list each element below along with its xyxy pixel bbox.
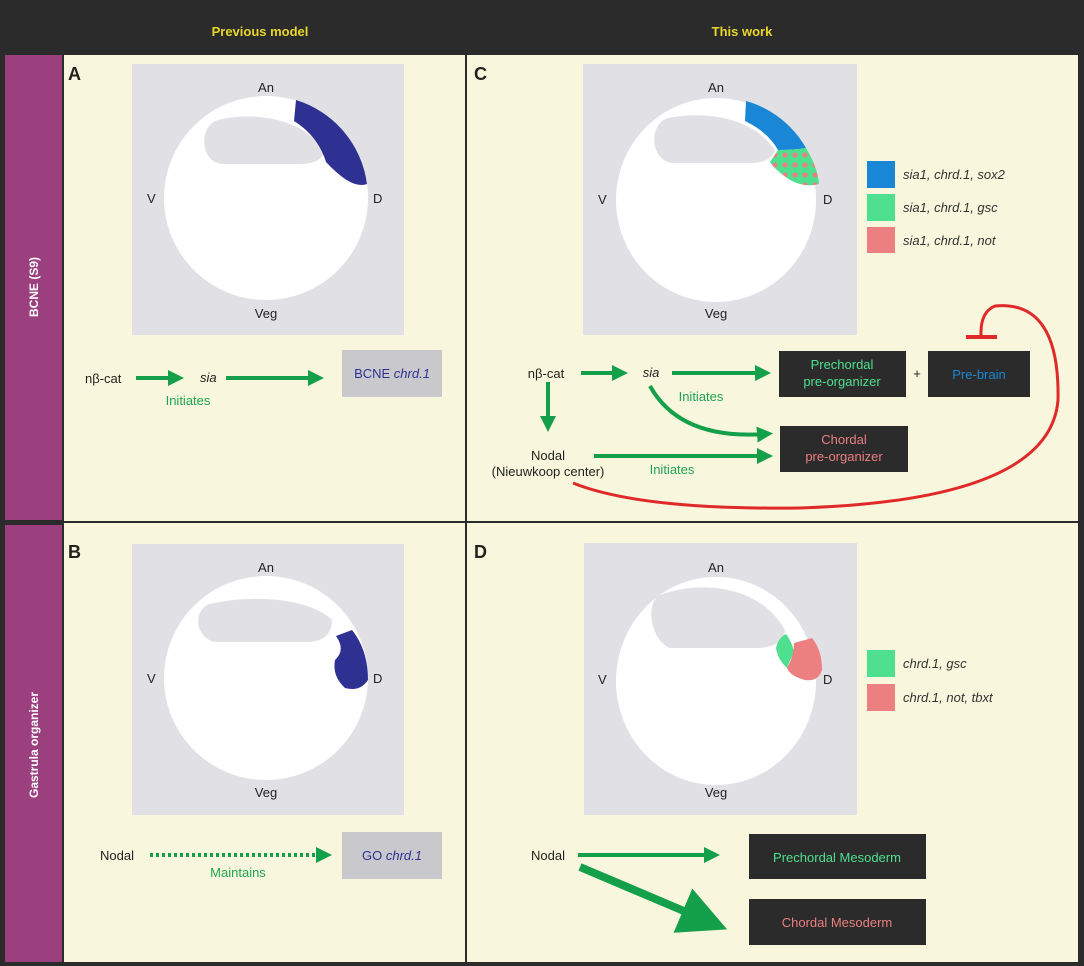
legend-swatch-blue	[867, 161, 895, 188]
bcne-domain	[294, 100, 367, 186]
target-box	[342, 832, 442, 879]
header-previous-model: Previous model	[212, 24, 309, 39]
node-nodal: Nodal	[100, 848, 134, 863]
axis-v: V	[598, 672, 607, 687]
chordal-preorganizer-box	[780, 426, 908, 472]
axis-veg: Veg	[705, 306, 727, 321]
axis-d: D	[823, 192, 832, 207]
box-label: pre-organizer	[805, 449, 883, 464]
axis-veg: Veg	[255, 785, 277, 800]
panel-letter: C	[474, 64, 487, 84]
axis-v: V	[598, 192, 607, 207]
edge-label: Initiates	[679, 389, 724, 404]
axis-an: An	[258, 80, 274, 95]
legend-label: sia1, chrd.1, not	[903, 233, 997, 248]
row-label-gastrula-organizer: Gastrula organizer	[27, 692, 41, 798]
row-label-bar	[5, 55, 62, 962]
panel-b: B An Veg V D Nodal Maintains GO chrd.1	[68, 542, 442, 880]
edge-label: Initiates	[650, 462, 695, 477]
axis-an: An	[708, 560, 724, 575]
node-nodal: Nodal	[531, 448, 565, 463]
target-go-chrd1: GO chrd.1	[362, 848, 422, 863]
chordal-mesoderm-box	[749, 899, 926, 945]
axis-d: D	[373, 671, 382, 686]
legend-swatch-pink	[867, 227, 895, 253]
legend-label: sia1, chrd.1, sox2	[903, 167, 1006, 182]
box-label: Pre-brain	[952, 367, 1005, 382]
axis-d: D	[823, 672, 832, 687]
box-label: Prechordal Mesoderm	[773, 850, 901, 865]
box-label: Chordal Mesoderm	[782, 915, 893, 930]
plus-sign: +	[913, 366, 921, 381]
node-sia: sia	[643, 365, 660, 380]
legend-label: chrd.1, gsc	[903, 656, 967, 671]
axis-v: V	[147, 191, 156, 206]
panel-letter: B	[68, 542, 81, 562]
header-this-work: This work	[712, 24, 773, 39]
blastocoel	[198, 598, 332, 642]
legend-swatch-green	[867, 650, 895, 677]
axis-v: V	[147, 671, 156, 686]
target-box	[342, 350, 442, 397]
gsc-domain	[776, 634, 794, 668]
panel-c: C An Veg V D sia1, chrd.1, sox2 sia1, ch…	[474, 64, 1060, 510]
prechordal-mesoderm-box	[749, 834, 926, 879]
legend-swatch-pink	[867, 684, 895, 711]
legend-swatch-green	[867, 194, 895, 221]
organizer-domain	[334, 630, 368, 689]
box-label: Chordal	[821, 432, 867, 447]
edge-label: Initiates	[166, 393, 211, 408]
pre-brain-box	[928, 351, 1030, 397]
not-tbxt-domain	[787, 638, 822, 681]
thick-arrow-chordal	[578, 863, 728, 933]
axis-veg: Veg	[255, 306, 277, 321]
arrow-head	[316, 847, 332, 863]
panel-letter: A	[68, 64, 81, 84]
axis-veg: Veg	[705, 785, 727, 800]
prechordal-preorganizer-box	[779, 351, 906, 397]
panel-a: A An Veg V D nβ-cat sia Initiates BCNE c…	[68, 64, 442, 408]
node-nbeta-cat: nβ-cat	[85, 371, 122, 386]
inhibition-line	[572, 304, 1060, 510]
node-nbeta-cat: nβ-cat	[528, 366, 565, 381]
box-label: Prechordal	[811, 357, 874, 372]
node-nieuwkoop: (Nieuwkoop center)	[492, 464, 605, 479]
box-label: pre-organizer	[803, 374, 881, 389]
panel-letter: D	[474, 542, 487, 562]
node-nodal: Nodal	[531, 848, 565, 863]
blastocoel	[204, 116, 325, 164]
sox2-domain	[745, 101, 806, 150]
gsc-not-domain	[770, 148, 819, 186]
panel-d: D An Veg V D chrd.1, gsc chrd.1, not, tb…	[474, 542, 994, 945]
legend-label: sia1, chrd.1, gsc	[903, 200, 998, 215]
axis-d: D	[373, 191, 382, 206]
edge-label: Maintains	[210, 865, 266, 880]
blastocoel	[654, 115, 775, 163]
blastocoel	[651, 587, 785, 648]
legend-label: chrd.1, not, tbxt	[903, 690, 994, 705]
axis-an: An	[708, 80, 724, 95]
target-bcne-chrd1: BCNE chrd.1	[354, 366, 430, 381]
curved-arrow	[648, 385, 773, 443]
axis-an: An	[258, 560, 274, 575]
node-sia: sia	[200, 370, 217, 385]
row-label-bcne: BCNE (S9)	[27, 257, 41, 317]
